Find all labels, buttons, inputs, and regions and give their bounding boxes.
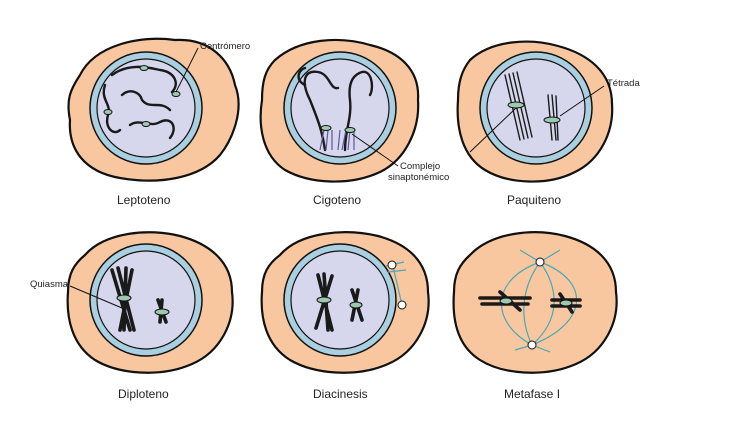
cell-metafase-i xyxy=(452,231,618,374)
cell-paquiteno xyxy=(456,40,614,183)
stage-label-diploteno: Diploteno xyxy=(118,387,169,401)
centromere-markers xyxy=(320,125,356,133)
cell-diacinesis xyxy=(260,231,430,374)
stage-label-metafase-i: Metafase I xyxy=(504,387,561,401)
nucleus xyxy=(290,58,390,158)
centromere-markers xyxy=(116,294,170,316)
complex-pointer xyxy=(351,133,399,167)
annotation-complex-line2: sinaptonémico xyxy=(388,172,450,183)
annotation-chiasma: Quiasma xyxy=(30,279,69,290)
chromosome-threads xyxy=(297,66,374,152)
chiasma-pointer xyxy=(69,285,123,309)
tetrad-pointer xyxy=(559,85,605,117)
centromere-markers xyxy=(103,65,181,127)
cytoplasm xyxy=(452,231,618,374)
chromosome-threads xyxy=(102,65,177,140)
nucleus xyxy=(96,58,196,158)
cell-diploteno xyxy=(66,231,234,374)
nucleus xyxy=(96,250,196,350)
annotation-complex-line1: Complejo xyxy=(400,161,441,172)
centromere-markers xyxy=(499,297,573,307)
stage-label-cigoteno: Cigoteno xyxy=(313,193,362,207)
cell-leptoteno xyxy=(67,37,240,182)
centromere-markers xyxy=(316,296,363,309)
stage-label-paquiteno: Paquiteno xyxy=(507,193,562,207)
centromere-pointer xyxy=(175,47,199,93)
spindle-poles xyxy=(385,260,407,310)
annotation-tetrad: Tétrada xyxy=(607,78,640,89)
stage-label-leptoteno: Leptoteno xyxy=(117,193,171,207)
cell-cigoteno xyxy=(259,38,420,183)
nucleus xyxy=(290,250,390,350)
stage-label-diacinesis: Diacinesis xyxy=(313,387,368,401)
annotation-centromere: Centrómero xyxy=(200,41,251,52)
nucleus xyxy=(486,58,586,158)
tetrad-pointer-2 xyxy=(469,107,517,153)
